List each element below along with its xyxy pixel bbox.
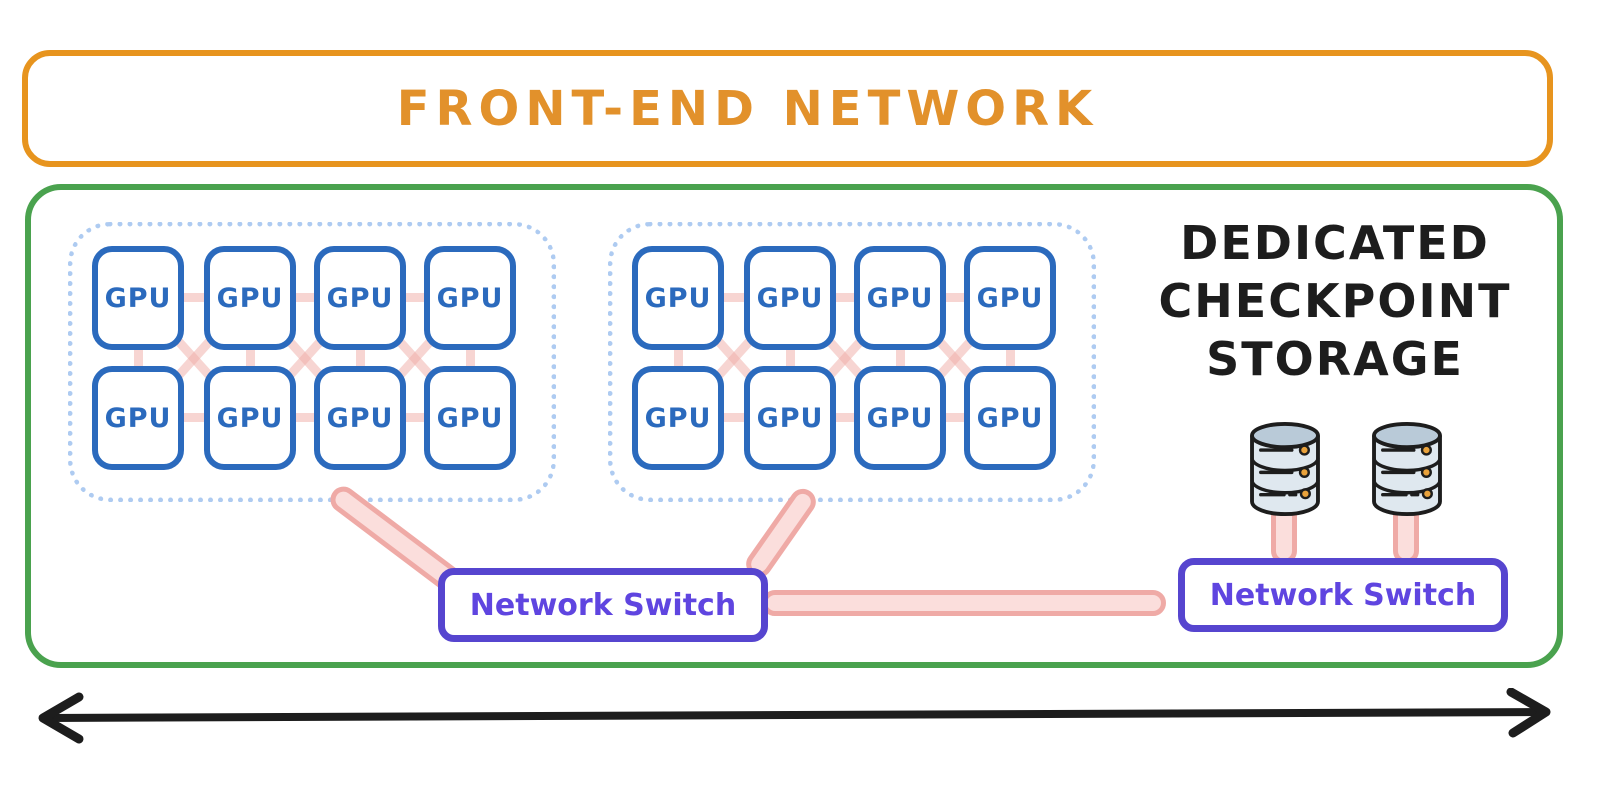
gpu-node: GPU xyxy=(964,246,1056,350)
gpu-node: GPU xyxy=(204,366,296,470)
gpu-label: GPU xyxy=(756,402,824,434)
bidirectional-arrow xyxy=(38,688,1551,744)
gpu-node: GPU xyxy=(854,246,946,350)
gpu-label: GPU xyxy=(644,402,712,434)
checkpoint-storage-title-line2: CHECKPOINT xyxy=(1158,274,1512,328)
gpu-node: GPU xyxy=(92,246,184,350)
gpu-mesh-link xyxy=(138,413,470,422)
gpu-mesh-link xyxy=(138,293,470,302)
checkpoint-storage-title: DEDICATED CHECKPOINT STORAGE xyxy=(1140,214,1530,388)
checkpoint-storage-title-line1: DEDICATED xyxy=(1180,216,1490,270)
gpu-mesh-link xyxy=(678,293,1010,302)
network-switch-1-label: Network Switch xyxy=(469,587,737,623)
gpu-node: GPU xyxy=(314,246,406,350)
gpu-mesh-link xyxy=(134,327,143,397)
gpu-node: GPU xyxy=(854,366,946,470)
gpu-label: GPU xyxy=(436,402,504,434)
gpu-cluster-2: GPU GPU GPU GPU GPU GPU GPU GPU xyxy=(608,222,1096,502)
gpu-label: GPU xyxy=(216,282,284,314)
gpu-label: GPU xyxy=(326,402,394,434)
gpu-label: GPU xyxy=(976,282,1044,314)
front-end-network-label: FRONT-END NETWORK xyxy=(396,80,1099,137)
gpu-label: GPU xyxy=(216,402,284,434)
gpu-node: GPU xyxy=(964,366,1056,470)
network-switch-2-label: Network Switch xyxy=(1209,577,1477,613)
gpu-mesh-link xyxy=(786,327,795,397)
gpu-node: GPU xyxy=(744,366,836,470)
gpu-node: GPU xyxy=(632,246,724,350)
gpu-node: GPU xyxy=(744,246,836,350)
front-end-network-banner: FRONT-END NETWORK xyxy=(22,50,1553,167)
gpu-label: GPU xyxy=(326,282,394,314)
gpu-node: GPU xyxy=(204,246,296,350)
gpu-label: GPU xyxy=(104,402,172,434)
gpu-mesh-link xyxy=(356,327,365,397)
database-icon xyxy=(1250,421,1320,517)
gpu-label: GPU xyxy=(644,282,712,314)
backend-enclosure xyxy=(25,184,1563,668)
gpu-cluster-1: GPU GPU GPU GPU GPU GPU GPU GPU xyxy=(68,222,556,502)
gpu-label: GPU xyxy=(104,282,172,314)
gpu-node: GPU xyxy=(424,246,516,350)
gpu-mesh-link xyxy=(678,413,1010,422)
gpu-node: GPU xyxy=(314,366,406,470)
gpu-mesh-link xyxy=(674,327,683,397)
gpu-mesh-link xyxy=(896,327,905,397)
network-switch-1: Network Switch xyxy=(438,568,768,642)
gpu-label: GPU xyxy=(436,282,504,314)
gpu-label: GPU xyxy=(866,402,934,434)
gpu-node: GPU xyxy=(424,366,516,470)
gpu-label: GPU xyxy=(866,282,934,314)
link-switch1-to-switch2 xyxy=(762,590,1166,616)
database-icon xyxy=(1372,421,1442,517)
gpu-node: GPU xyxy=(92,366,184,470)
gpu-node: GPU xyxy=(632,366,724,470)
gpu-mesh-link xyxy=(246,327,255,397)
checkpoint-storage-title-line3: STORAGE xyxy=(1206,332,1464,386)
gpu-mesh-link xyxy=(466,327,475,397)
network-switch-2: Network Switch xyxy=(1178,558,1508,632)
gpu-mesh-link xyxy=(1006,327,1015,397)
gpu-label: GPU xyxy=(756,282,824,314)
gpu-label: GPU xyxy=(976,402,1044,434)
